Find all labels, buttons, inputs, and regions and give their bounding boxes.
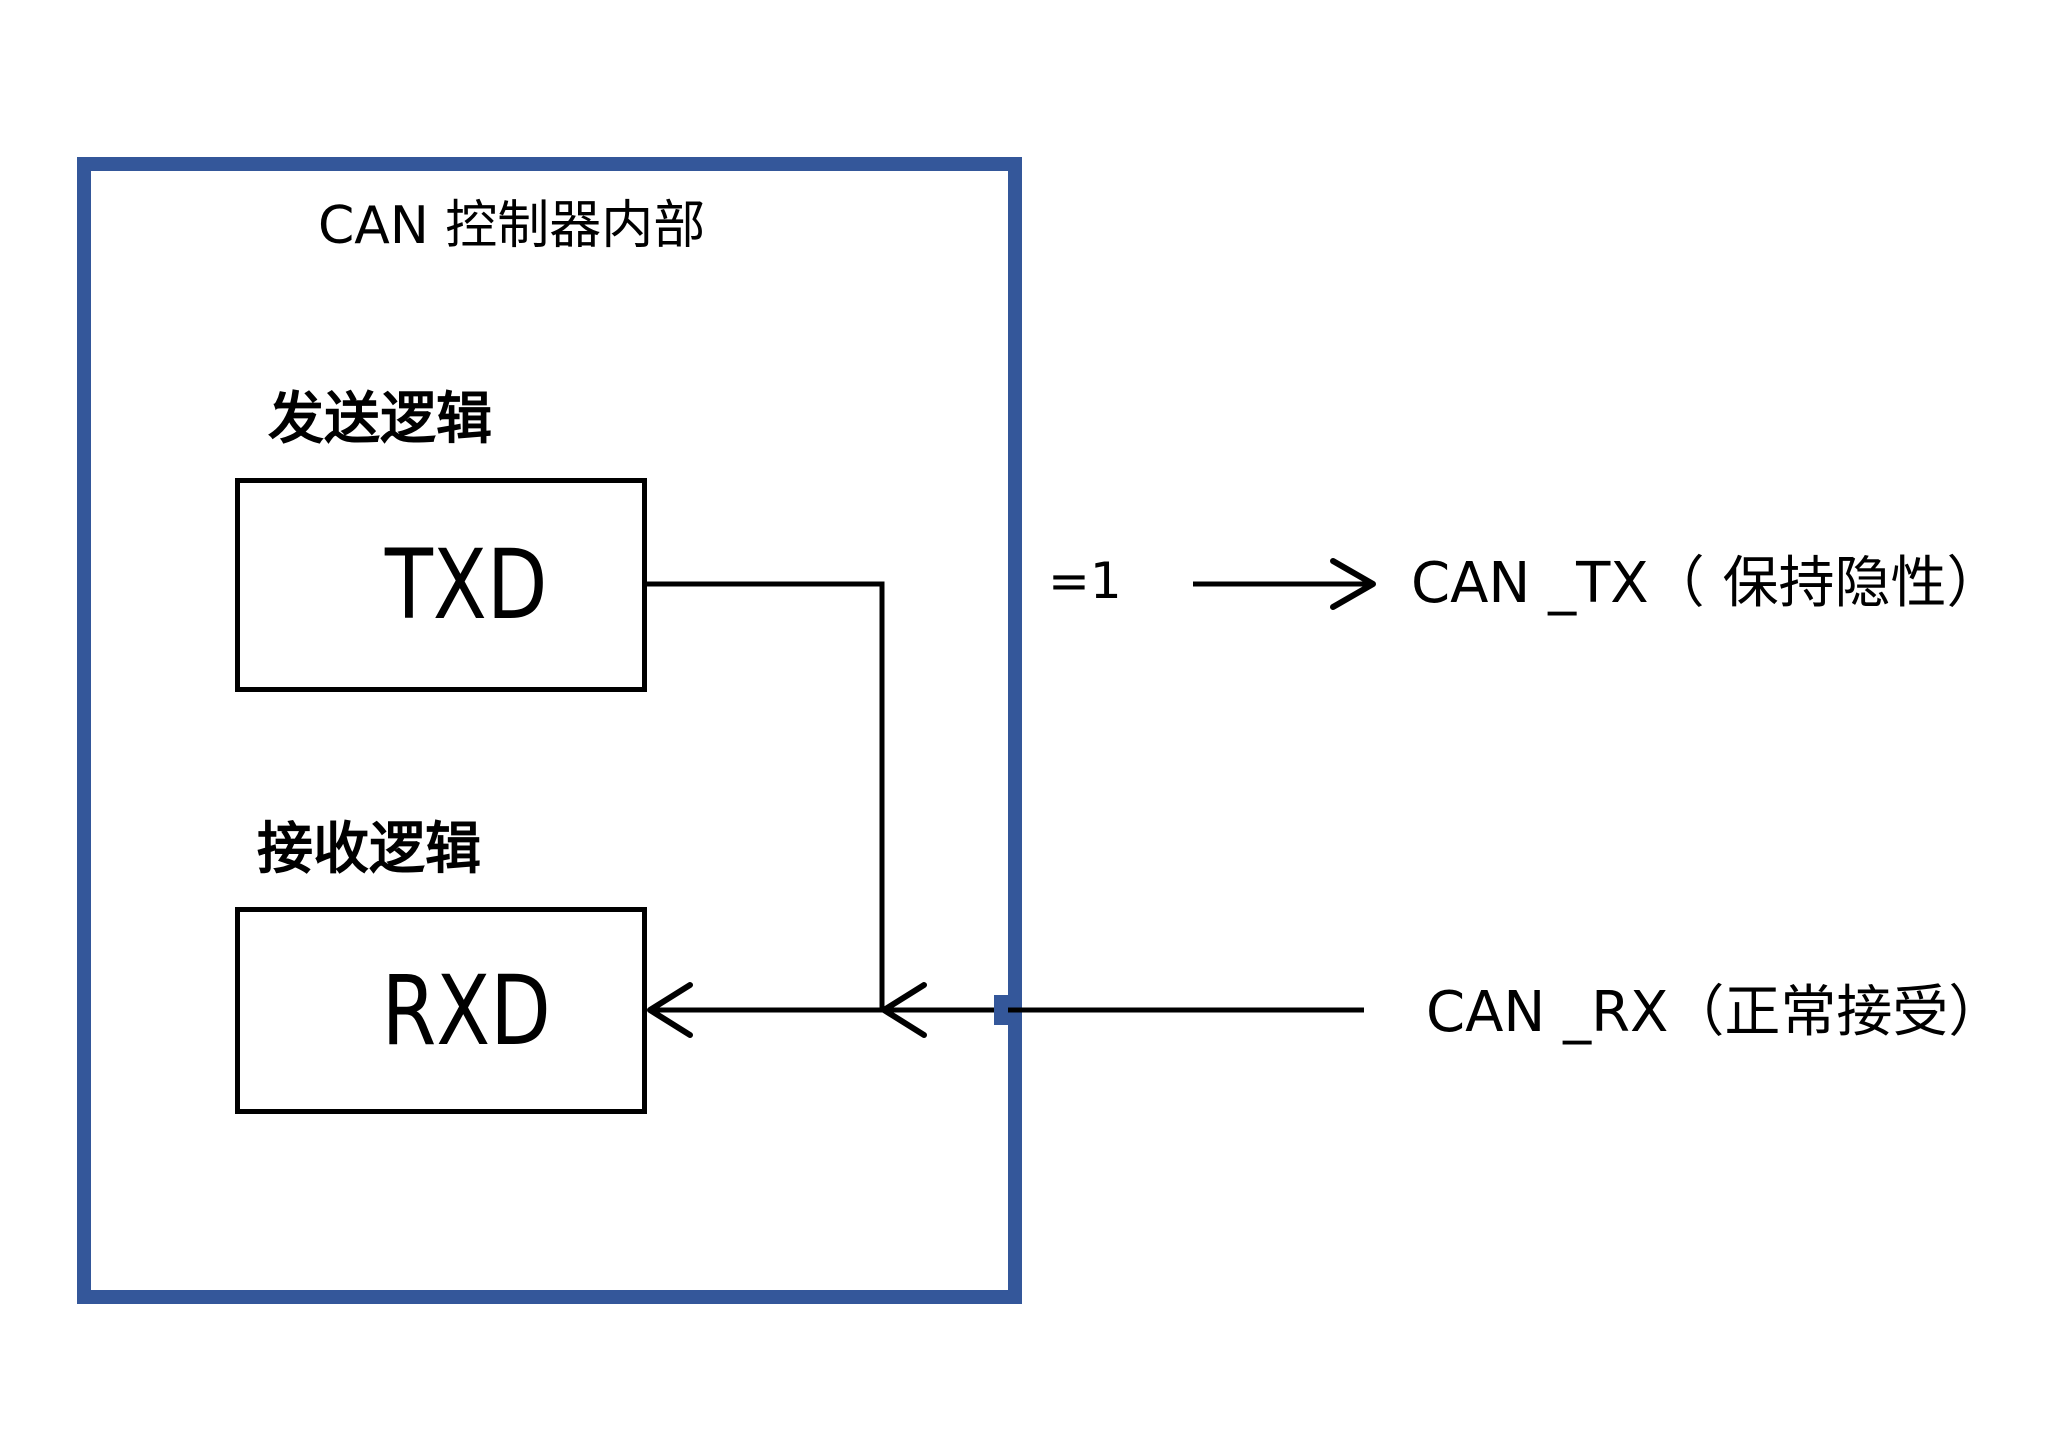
can-controller-boundary xyxy=(77,157,1022,1304)
txd-label: TXD xyxy=(384,529,548,641)
can-rx-label: CAN _RX（正常接受） xyxy=(1426,980,2005,1045)
tx-value-label: =1 xyxy=(1048,552,1122,610)
transmit-logic-heading: 发送逻辑 xyxy=(268,387,492,452)
can-tx-arrowhead-icon xyxy=(1330,558,1376,610)
rxd-label: RXD xyxy=(381,954,551,1067)
controller-title: CAN 控制器内部 xyxy=(318,196,706,256)
can-tx-label: CAN _TX（ 保持隐性） xyxy=(1411,551,2003,616)
txd-block: TXD xyxy=(235,478,647,692)
rxd-block: RXD xyxy=(235,907,647,1114)
receive-logic-heading: 接收逻辑 xyxy=(257,817,481,882)
